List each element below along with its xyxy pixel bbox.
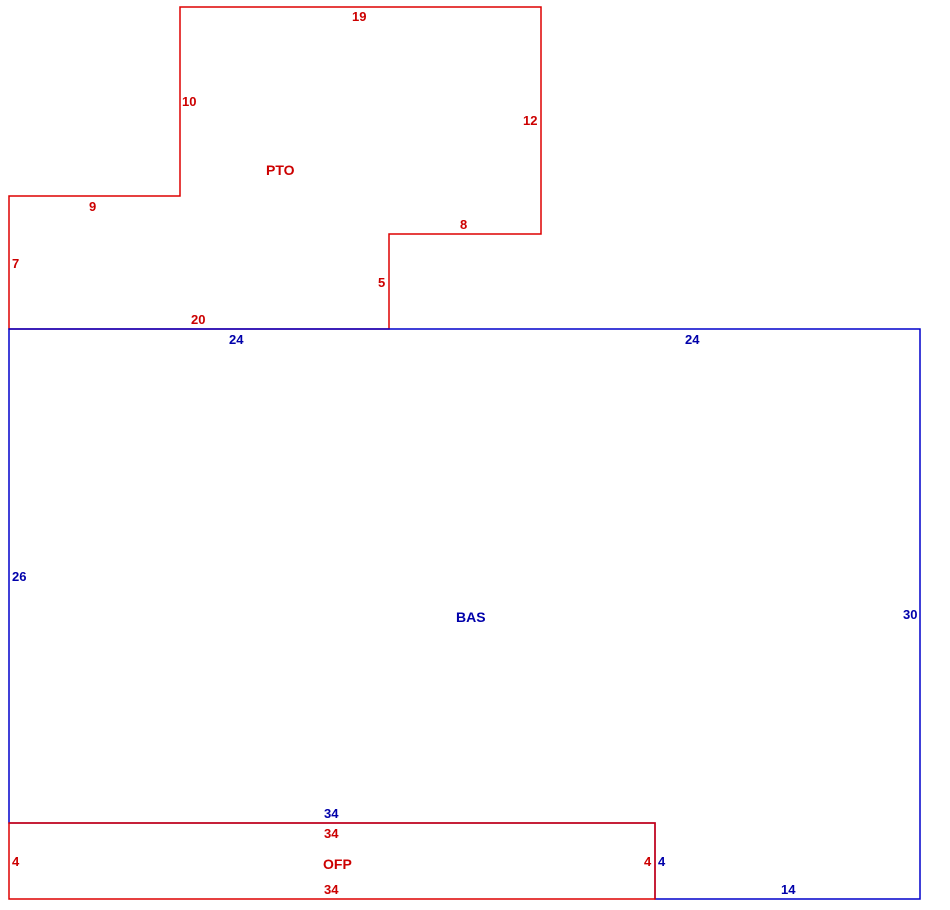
ofp-dim-top: 34 [324, 826, 339, 841]
pto-dim-bottom: 20 [191, 312, 205, 327]
pto-dim-ledge: 9 [89, 199, 96, 214]
pto-dim-left-upper: 10 [182, 94, 196, 109]
bas-dim-notch-side: 4 [658, 854, 666, 869]
bas-area-label: BAS [456, 609, 486, 625]
pto-outline [8, 6, 542, 330]
ofp-dim-right: 4 [644, 854, 652, 869]
ofp-dim-left: 4 [12, 854, 20, 869]
ofp-outline [8, 822, 656, 900]
ofp-area-label: OFP [323, 856, 352, 872]
bas-dim-right: 30 [903, 607, 917, 622]
pto-area-label: PTO [266, 162, 295, 178]
bas-dim-bottom-right: 14 [781, 882, 796, 897]
bas-dim-top-right: 24 [685, 332, 700, 347]
pto-dim-step-top: 8 [460, 217, 467, 232]
pto-dim-top: 19 [352, 9, 366, 24]
pto-dim-left: 7 [12, 256, 19, 271]
pto-dim-step-side: 5 [378, 275, 385, 290]
pto-dim-right-upper: 12 [523, 113, 537, 128]
bas-dim-top-left: 24 [229, 332, 244, 347]
bas-dim-bottom-left: 34 [324, 806, 339, 821]
ofp-dim-bottom: 34 [324, 882, 339, 897]
bas-dim-left: 26 [12, 569, 26, 584]
